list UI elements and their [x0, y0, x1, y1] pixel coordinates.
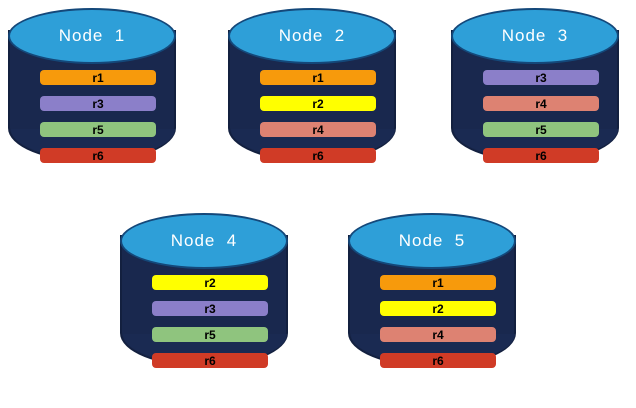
cylinder-top-ellipse	[120, 213, 288, 269]
node-label: Node 2	[278, 26, 346, 45]
replica-stack: r3 r4 r5 r6	[483, 70, 599, 163]
cylinder-top-ellipse	[228, 8, 396, 64]
node-label: Node 5	[398, 231, 466, 250]
replica-bar-r6[interactable]: r6	[260, 148, 376, 163]
replica-bar-r5[interactable]: r5	[483, 122, 599, 137]
replica-bar-r3[interactable]: r3	[40, 96, 156, 111]
cylinder-top-ellipse	[451, 8, 619, 64]
node-cylinder-4[interactable]: r2 r3 r5 r6 Node 4	[120, 213, 288, 389]
node-cylinder-3[interactable]: r3 r4 r5 r6 Node 3	[451, 8, 619, 184]
replica-bar-r6[interactable]: r6	[483, 148, 599, 163]
node-label: Node 1	[58, 26, 126, 45]
replica-bar-r1[interactable]: r1	[380, 275, 496, 290]
replica-bar-r1[interactable]: r1	[40, 70, 156, 85]
replica-bar-r4[interactable]: r4	[483, 96, 599, 111]
replica-bar-r1[interactable]: r1	[260, 70, 376, 85]
replica-bar-r3[interactable]: r3	[483, 70, 599, 85]
replica-bar-r4[interactable]: r4	[260, 122, 376, 137]
replica-stack: r1 r2 r4 r6	[260, 70, 376, 163]
replica-stack: r2 r3 r5 r6	[152, 275, 268, 368]
node-cylinder-1[interactable]: r1 r3 r5 r6 Node 1	[8, 8, 176, 184]
replica-bar-r5[interactable]: r5	[40, 122, 156, 137]
replica-stack: r1 r2 r4 r6	[380, 275, 496, 368]
node-cylinder-2[interactable]: r1 r2 r4 r6 Node 2	[228, 8, 396, 184]
cylinder-top-ellipse	[348, 213, 516, 269]
cylinder-top-ellipse	[8, 8, 176, 64]
replica-stack: r1 r3 r5 r6	[40, 70, 156, 163]
replica-bar-r6[interactable]: r6	[152, 353, 268, 368]
replica-bar-r6[interactable]: r6	[380, 353, 496, 368]
replica-bar-r2[interactable]: r2	[152, 275, 268, 290]
replica-bar-r3[interactable]: r3	[152, 301, 268, 316]
replica-bar-r4[interactable]: r4	[380, 327, 496, 342]
node-cylinder-5[interactable]: r1 r2 r4 r6 Node 5	[348, 213, 516, 389]
node-label: Node 4	[170, 231, 238, 250]
replica-bar-r5[interactable]: r5	[152, 327, 268, 342]
node-label: Node 3	[501, 26, 569, 45]
replica-bar-r2[interactable]: r2	[260, 96, 376, 111]
replica-bar-r6[interactable]: r6	[40, 148, 156, 163]
replica-bar-r2[interactable]: r2	[380, 301, 496, 316]
